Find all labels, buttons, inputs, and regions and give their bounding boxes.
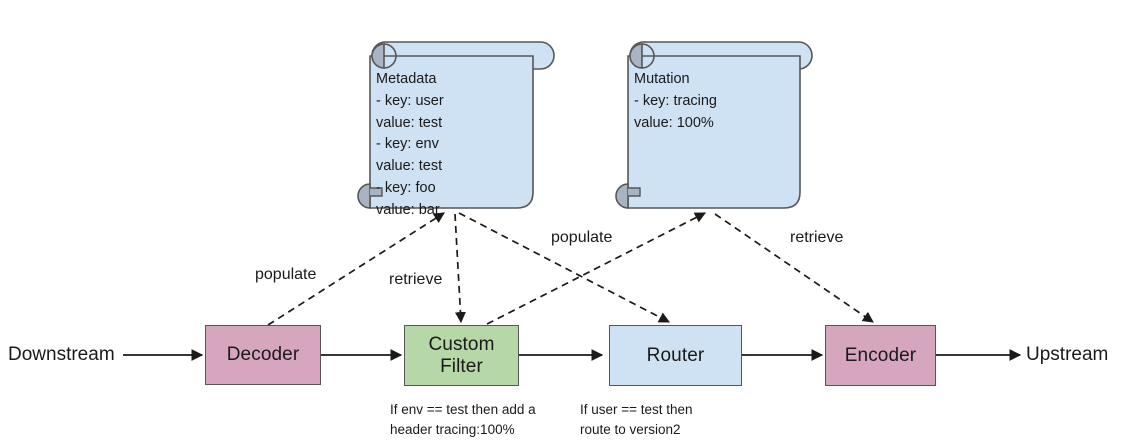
mutation-scroll[interactable]: Mutation - key: tracing value: 100% bbox=[604, 36, 824, 216]
downstream-label: Downstream bbox=[8, 344, 115, 365]
node-decoder[interactable]: Decoder bbox=[205, 325, 321, 385]
edge-metadata-customfilter-retrieve bbox=[454, 213, 466, 324]
edge-decoder-metadata-populate bbox=[267, 212, 445, 326]
router-note: If user == test then route to version2 bbox=[580, 402, 693, 437]
node-router[interactable]: Router bbox=[609, 325, 742, 386]
edge-label-populate-mutation: populate bbox=[551, 229, 613, 246]
node-encoder[interactable]: Encoder bbox=[825, 325, 936, 386]
upstream-label: Upstream bbox=[1026, 344, 1109, 365]
edge-label-retrieve-mutation: retrieve bbox=[790, 229, 844, 246]
metadata-scroll[interactable]: Metadata - key: user value: test - key: … bbox=[346, 36, 566, 218]
edge-metadata-router-retrieve bbox=[458, 212, 670, 323]
custom-filter-note: If env == test then add a header tracing… bbox=[390, 402, 536, 437]
edge-customfilter-mutation-populate bbox=[486, 212, 706, 325]
edge-label-retrieve-metadata: retrieve bbox=[389, 271, 443, 288]
edge-label-populate-metadata: populate bbox=[255, 266, 317, 283]
edge-mutation-encoder-retrieve bbox=[714, 213, 874, 323]
